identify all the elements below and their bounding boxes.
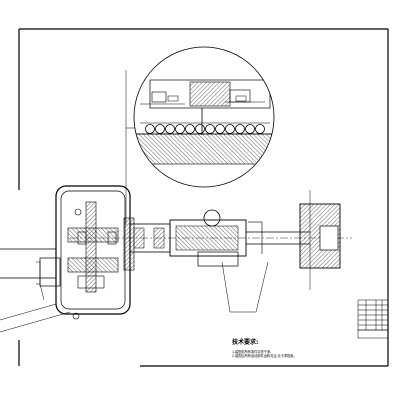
motor-coupling <box>0 248 71 333</box>
right-support <box>299 190 341 290</box>
technical-requirements-title: 技术要求: <box>232 339 259 346</box>
title-block <box>357 299 389 339</box>
technical-requirement-item-2: 2.装配后所有运动部件运转灵活,无卡滞现象。 <box>232 353 297 358</box>
ball-screw-assembly <box>70 209 352 267</box>
gearbox-housing <box>55 185 135 320</box>
sheet-border <box>18 28 389 367</box>
technical-requirement-item-1: 1.装配前所有零件清洗干净。 <box>232 349 274 354</box>
leader-lines <box>221 261 269 313</box>
detail-view <box>125 46 275 225</box>
technical-requirements: 技术要求: 1.装配前所有零件清洗干净。 2.装配后所有运动部件运转灵活,无卡滞… <box>232 339 372 358</box>
